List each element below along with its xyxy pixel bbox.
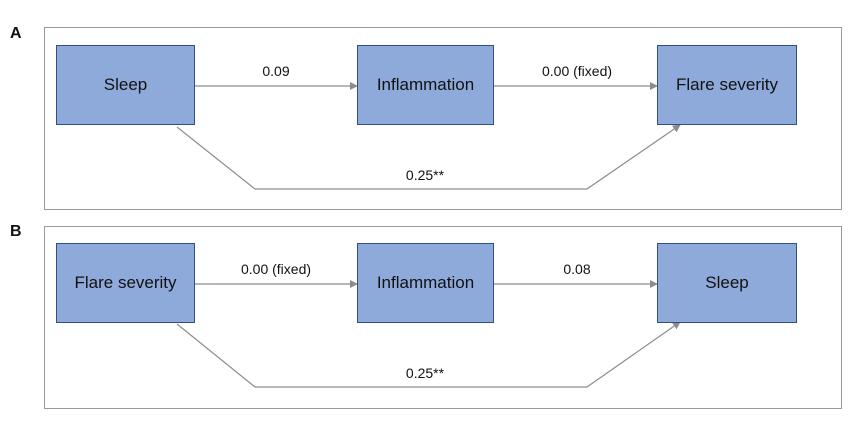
panel-b-node-sleep: Sleep — [657, 243, 797, 323]
panel-b-coef-flare-inflammation: 0.00 (fixed) — [240, 261, 312, 277]
panel-b-node-inflammation: Inflammation — [357, 243, 494, 323]
panel-a-node-sleep: Sleep — [56, 45, 195, 125]
panel-a-coef-inflammation-flare: 0.00 (fixed) — [541, 63, 613, 79]
panel-a-frame — [44, 27, 842, 210]
panel-a-node-inflammation: Inflammation — [357, 45, 494, 125]
panel-b-coef-flare-sleep: 0.25** — [405, 365, 445, 381]
panel-a-node-flare-severity: Flare severity — [657, 45, 797, 125]
panel-b-node-flare-severity: Flare severity — [56, 243, 195, 323]
panel-a-label: A — [10, 25, 22, 42]
panel-a-coef-sleep-inflammation: 0.09 — [262, 63, 290, 79]
panel-b-frame — [44, 226, 842, 409]
panel-a-coef-sleep-flare: 0.25** — [405, 167, 445, 183]
panel-b-coef-inflammation-sleep: 0.08 — [563, 261, 591, 277]
panel-b-label: B — [10, 223, 22, 240]
